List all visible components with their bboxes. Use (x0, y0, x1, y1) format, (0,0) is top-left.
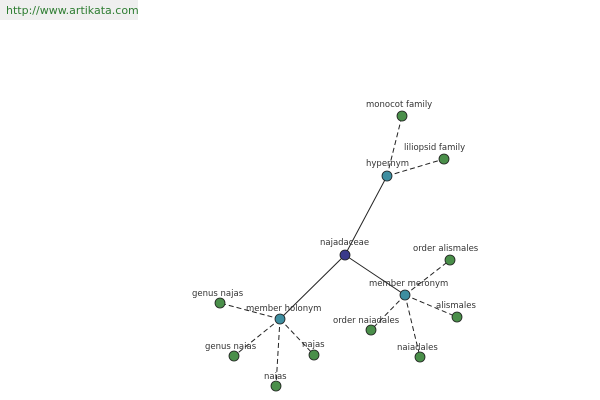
label-genus-naias: genus naias (205, 342, 257, 352)
edge-hypernym-monocot-family (386, 115, 403, 177)
edge-member-meronym-naiadales (404, 294, 421, 358)
label-order-naiadales: order naiadales (333, 316, 400, 326)
edge-member-meronym-order-alismales (404, 259, 451, 296)
edge-member-holonym-najas-1 (279, 318, 315, 356)
edge-najadaceae-hypernym (344, 175, 388, 256)
node-najadaceae[interactable] (339, 249, 351, 261)
graph-edges (219, 115, 458, 387)
node-order-naiadales[interactable] (365, 324, 377, 336)
label-member-holonym: member holonym (246, 304, 321, 314)
node-najas-1[interactable] (308, 349, 320, 361)
node-naias[interactable] (270, 380, 282, 392)
node-genus-najas-1[interactable] (214, 297, 226, 309)
source-url-link[interactable]: http://www.artikata.com (0, 0, 139, 20)
graph-labels: najadaceae hypernym monocot family liliopsi… (192, 100, 479, 382)
edge-member-holonym-naias (275, 318, 281, 387)
label-monocot-family: monocot family (366, 100, 432, 110)
label-naiadales: naiadales (397, 343, 438, 353)
node-hypernym[interactable] (381, 170, 393, 182)
node-naiadales[interactable] (414, 351, 426, 363)
edge-member-meronym-alismales (404, 294, 458, 318)
label-order-alismales: order alismales (413, 244, 479, 254)
label-hypernym: hypernym (366, 159, 409, 169)
label-najas-1: najas (302, 340, 325, 350)
node-order-alismales[interactable] (444, 254, 456, 266)
node-alismales[interactable] (451, 311, 463, 323)
node-member-holonym[interactable] (274, 313, 286, 325)
node-monocot-family[interactable] (396, 110, 408, 122)
edge-member-holonym-genus-najas-1 (219, 302, 281, 320)
edge-najadaceae-member-meronym (344, 254, 406, 296)
node-member-meronym[interactable] (399, 289, 411, 301)
label-alismales: alismales (436, 301, 476, 311)
edge-hypernym-liliopsid-family (386, 158, 445, 177)
edge-najadaceae-member-holonym (279, 254, 346, 320)
label-genus-najas-1: genus najas (192, 289, 244, 299)
label-liliopsid-family: liliopsid family (404, 143, 465, 153)
label-najadaceae: najadaceae (320, 238, 369, 248)
graph-nodes (214, 110, 463, 392)
node-genus-naias[interactable] (228, 350, 240, 362)
label-member-meronym: member meronym (369, 279, 448, 289)
node-liliopsid-family[interactable] (438, 153, 450, 165)
edge-member-holonym-genus-naias (233, 318, 281, 357)
label-naias: naias (264, 372, 287, 382)
edge-member-meronym-order-naiadales (370, 294, 406, 331)
